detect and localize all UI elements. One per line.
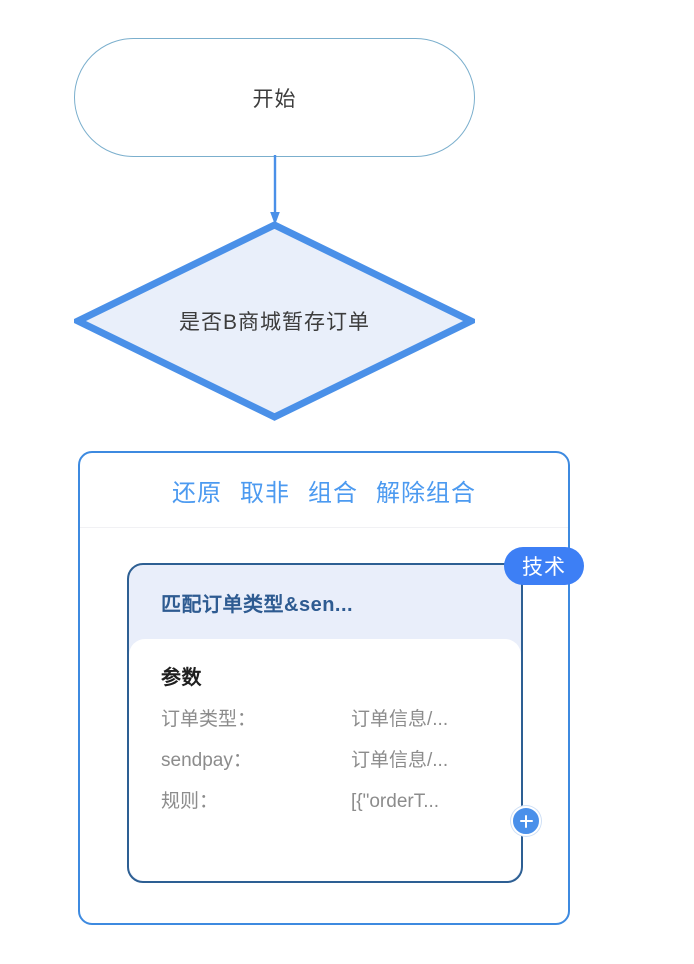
param-row: 订单类型： 订单信息/...: [161, 704, 497, 731]
connector-start-to-decision[interactable]: [270, 155, 280, 225]
group-toolbar: 还原 取非 组合 解除组合: [80, 453, 568, 528]
task-card-title: 匹配订单类型&sen...: [161, 593, 354, 616]
decision-shape: [70, 221, 479, 421]
start-node[interactable]: 开始: [74, 38, 475, 157]
param-key: sendpay：: [161, 750, 252, 771]
param-key: 规则：: [161, 791, 219, 812]
toolbar-ungroup-button[interactable]: 解除组合: [376, 479, 476, 507]
group-container[interactable]: 还原 取非 组合 解除组合 技术 匹配订单类型&sen... 参数 订单类型： …: [78, 451, 584, 925]
task-card-header: 匹配订单类型&sen...: [129, 565, 521, 639]
param-key: 订单类型：: [161, 709, 257, 730]
param-row: 规则： [{"orderT...: [161, 786, 497, 813]
task-card[interactable]: 技术 匹配订单类型&sen... 参数 订单类型： 订单信息/... sendp…: [127, 547, 584, 883]
task-card-body: 参数 订单类型： 订单信息/... sendpay： 订单信息/... 规则： …: [129, 639, 521, 881]
decision-node[interactable]: 是否B商城暂存订单: [70, 221, 479, 421]
param-value: [{"orderT...: [351, 791, 440, 812]
plus-icon: [524, 814, 528, 828]
param-row: sendpay： 订单信息/...: [161, 745, 497, 772]
start-node-label: 开始: [252, 87, 297, 111]
params-heading: 参数: [161, 667, 202, 689]
toolbar-negate-button[interactable]: 取非: [240, 479, 290, 507]
add-node-handle[interactable]: [511, 806, 541, 836]
param-value: 订单信息/...: [351, 709, 449, 730]
toolbar-group-button[interactable]: 组合: [308, 479, 358, 507]
task-type-badge: 技术: [504, 547, 584, 585]
param-value: 订单信息/...: [351, 750, 449, 771]
toolbar-restore-button[interactable]: 还原: [172, 479, 222, 507]
